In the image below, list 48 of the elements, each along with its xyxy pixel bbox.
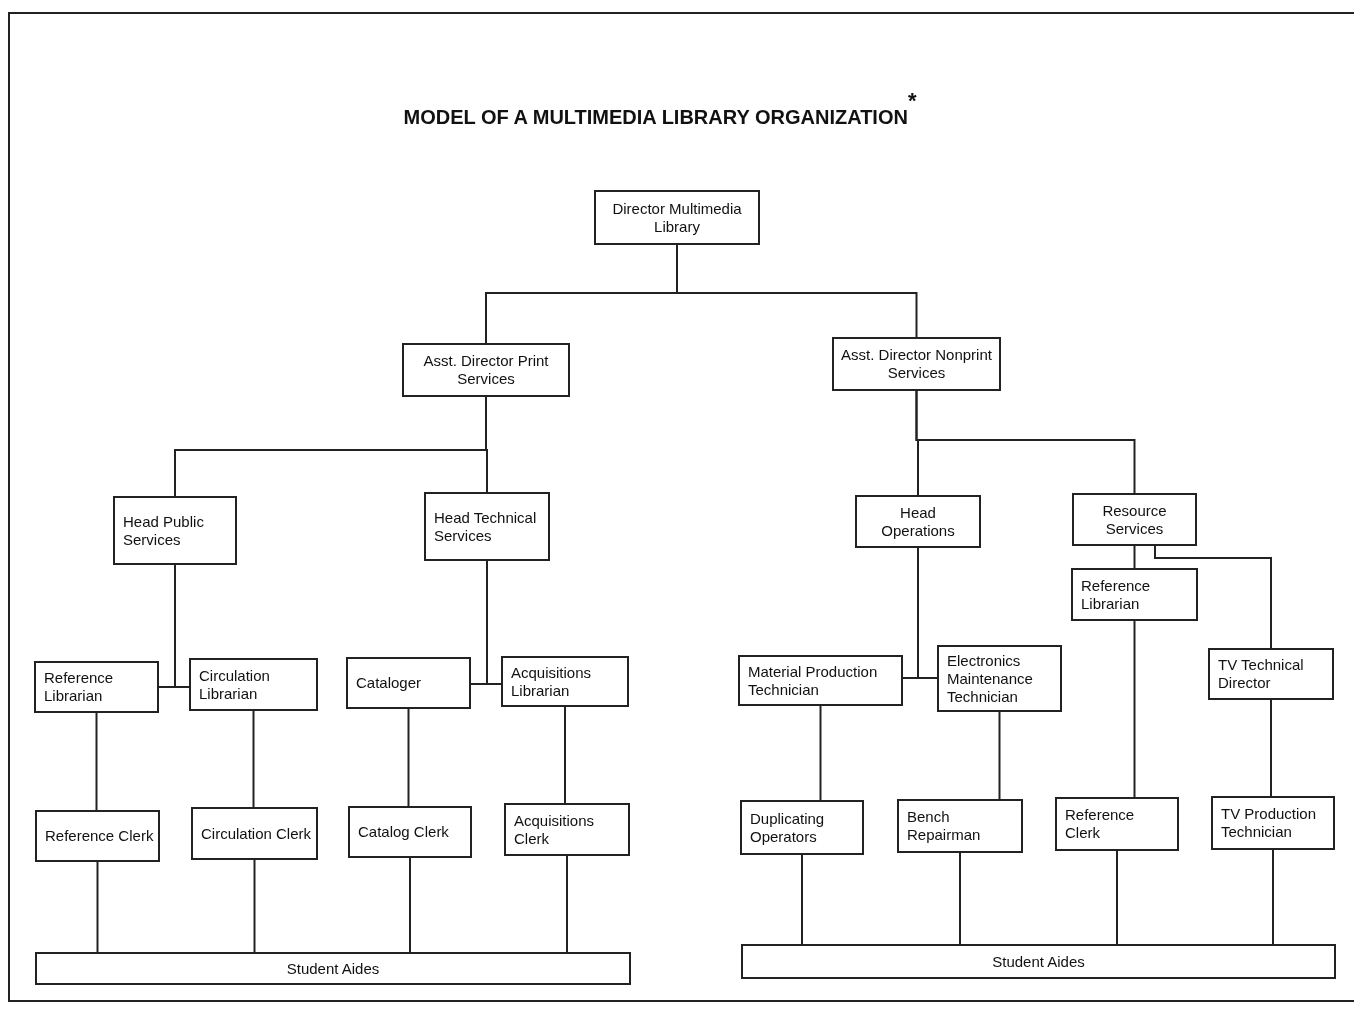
connector-line xyxy=(1154,545,1272,649)
position-box: Bench Repairman xyxy=(897,799,1023,853)
connector-line xyxy=(915,390,1136,494)
position-box: Acquisitions Clerk xyxy=(504,803,630,856)
connector-line xyxy=(252,710,255,808)
position-box: Student Aides xyxy=(35,952,631,985)
position-box: Asst. Director Nonprint Services xyxy=(832,337,1001,391)
connector-line xyxy=(407,708,410,807)
position-box: TV Production Technician xyxy=(1211,796,1335,850)
position-box: Catalog Clerk xyxy=(348,806,472,858)
connector-line xyxy=(819,705,822,801)
position-box: Head Technical Services xyxy=(424,492,550,561)
position-box: Asst. Director Print Services xyxy=(402,343,570,397)
connector-line xyxy=(1133,545,1136,569)
position-box: TV Technical Director xyxy=(1208,648,1334,700)
connector-line xyxy=(1270,699,1272,797)
connector-line xyxy=(917,547,938,679)
position-box: Acquisitions Librarian xyxy=(501,656,629,707)
position-box: Circulation Clerk xyxy=(191,807,318,860)
connector-line xyxy=(95,712,98,811)
connector-line xyxy=(801,854,803,945)
connector-line xyxy=(253,859,256,953)
position-box: Circulation Librarian xyxy=(189,658,318,711)
connector-line xyxy=(564,706,566,804)
connector-line xyxy=(1116,850,1118,945)
position-box: Duplicating Operators xyxy=(740,800,864,855)
connector-line xyxy=(676,244,918,338)
connector-line xyxy=(486,560,502,685)
connector-line xyxy=(566,855,568,953)
connector-line xyxy=(96,861,99,953)
position-box: Student Aides xyxy=(741,944,1336,979)
position-box: Electronics Maintenance Technician xyxy=(937,645,1062,712)
position-box: Reference Clerk xyxy=(1055,797,1179,851)
position-box: Director Multimedia Library xyxy=(594,190,760,245)
connector-line xyxy=(998,711,1001,800)
position-box: Head Operations xyxy=(855,495,981,548)
position-box: Material Production Technician xyxy=(738,655,903,706)
position-box: Reference Clerk xyxy=(35,810,160,862)
connector-line xyxy=(1272,849,1274,945)
connector-line xyxy=(409,857,411,953)
position-box: Reference Librarian xyxy=(1071,568,1198,621)
position-box: Cataloger xyxy=(346,657,471,709)
position-box: Resource Services xyxy=(1072,493,1197,546)
position-box: Reference Librarian xyxy=(34,661,159,713)
connector-line xyxy=(174,564,190,688)
position-box: Head Public Services xyxy=(113,496,237,565)
connector-line xyxy=(1133,620,1136,798)
connector-line xyxy=(959,852,961,945)
